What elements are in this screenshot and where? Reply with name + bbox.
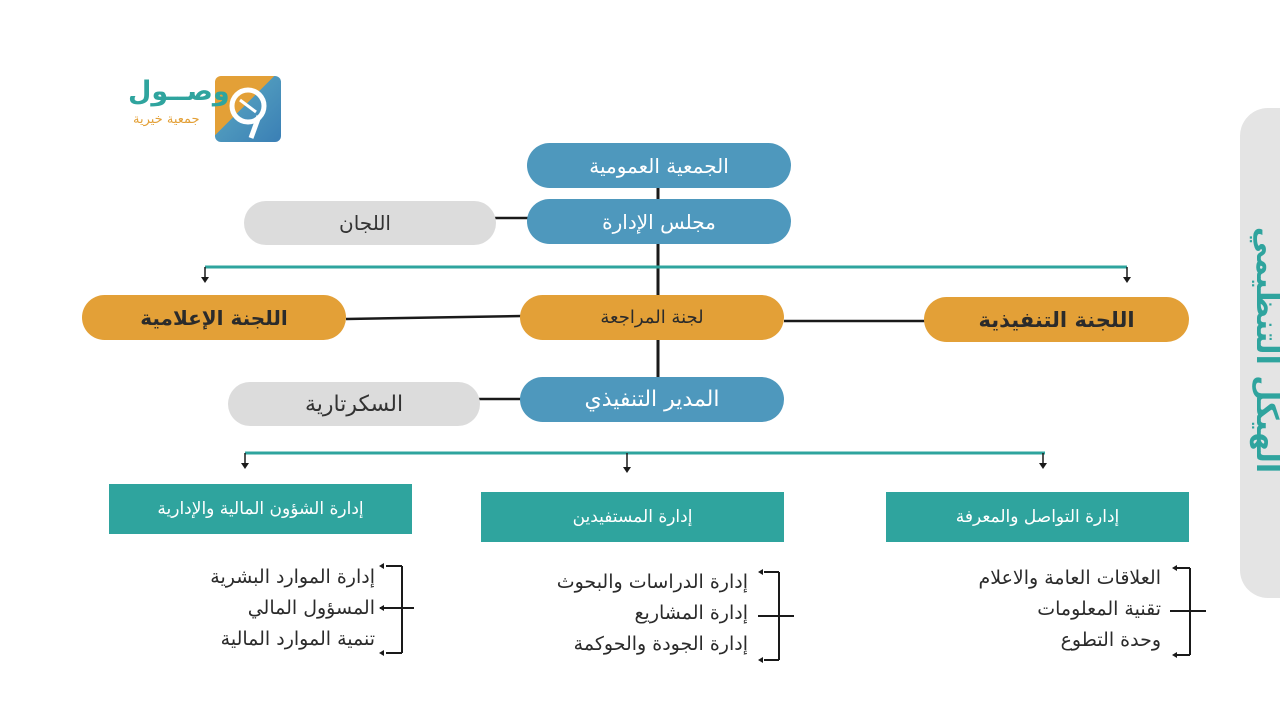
finance-admin-list: إدارة الموارد البشرية المسؤول المالي تنم… [130, 562, 375, 655]
bracket-comm-arrow-1 [1172, 565, 1177, 571]
bracket-beneficiaries [758, 571, 794, 661]
side-tab [1240, 108, 1280, 598]
bracket-finance-arrow-2 [379, 605, 384, 611]
bracket-ben-arrow-1 [758, 569, 763, 575]
arrow-down-dept-mid [623, 467, 631, 473]
bracket-finance-arrow-3 [379, 650, 384, 656]
logo-name: وصــول [128, 76, 230, 107]
audit-committee-node: لجنة المراجعة [520, 295, 784, 340]
list-item: إدارة الجودة والحوكمة [573, 633, 748, 655]
arrow-down-dept-right [1039, 463, 1047, 469]
list-item: المسؤول المالي [247, 597, 375, 619]
bracket-finance-arrow-1 [379, 563, 384, 569]
list-item: العلاقات العامة والاعلام [978, 567, 1161, 589]
arrow-down-left [201, 277, 209, 283]
committees-node: اللجان [244, 201, 496, 245]
media-audit-line [345, 314, 523, 321]
beneficiaries-list: إدارة الدراسات والبحوث إدارة المشاريع إد… [500, 567, 748, 660]
dept-communication: إدارة التواصل والمعرفة [886, 492, 1189, 542]
list-item: وحدة التطوع [1060, 629, 1161, 651]
dept-finance-admin: إدارة الشؤون المالية والإدارية [109, 484, 412, 534]
executive-director-node: المدير التنفيذي [520, 377, 784, 422]
list-item: إدارة الموارد البشرية [210, 566, 375, 588]
bracket-ben-arrow-3 [758, 657, 763, 663]
secretariat-node: السكرتارية [228, 382, 480, 426]
side-title: الهيكل التنظيمي [1247, 227, 1280, 473]
logo-icon [215, 76, 281, 142]
logo-subtitle: جمعية خيرية [133, 112, 200, 127]
bracket-comm-arrow-3 [1172, 652, 1177, 658]
list-item: تقنية المعلومات [1037, 598, 1161, 620]
list-item: إدارة المشاريع [634, 602, 748, 624]
logo-emblem [229, 87, 267, 139]
communication-list: العلاقات العامة والاعلام تقنية المعلومات… [905, 563, 1161, 656]
media-committee-node: اللجنة الإعلامية [82, 295, 346, 340]
list-item: تنمية الموارد المالية [220, 628, 375, 650]
bracket-finance [380, 565, 414, 654]
executive-committee-node: اللجنة التنفيذية [924, 297, 1189, 342]
arrow-down-right [1123, 277, 1131, 283]
committees-label: اللجان [339, 211, 391, 235]
dept-beneficiaries: إدارة المستفيدين [481, 492, 784, 542]
arrow-down-dept-left [241, 463, 249, 469]
general-assembly-node: الجمعية العمومية [527, 143, 791, 188]
bracket-communication [1170, 567, 1206, 656]
board-node: مجلس الإدارة [527, 199, 791, 244]
list-item: إدارة الدراسات والبحوث [556, 571, 748, 593]
